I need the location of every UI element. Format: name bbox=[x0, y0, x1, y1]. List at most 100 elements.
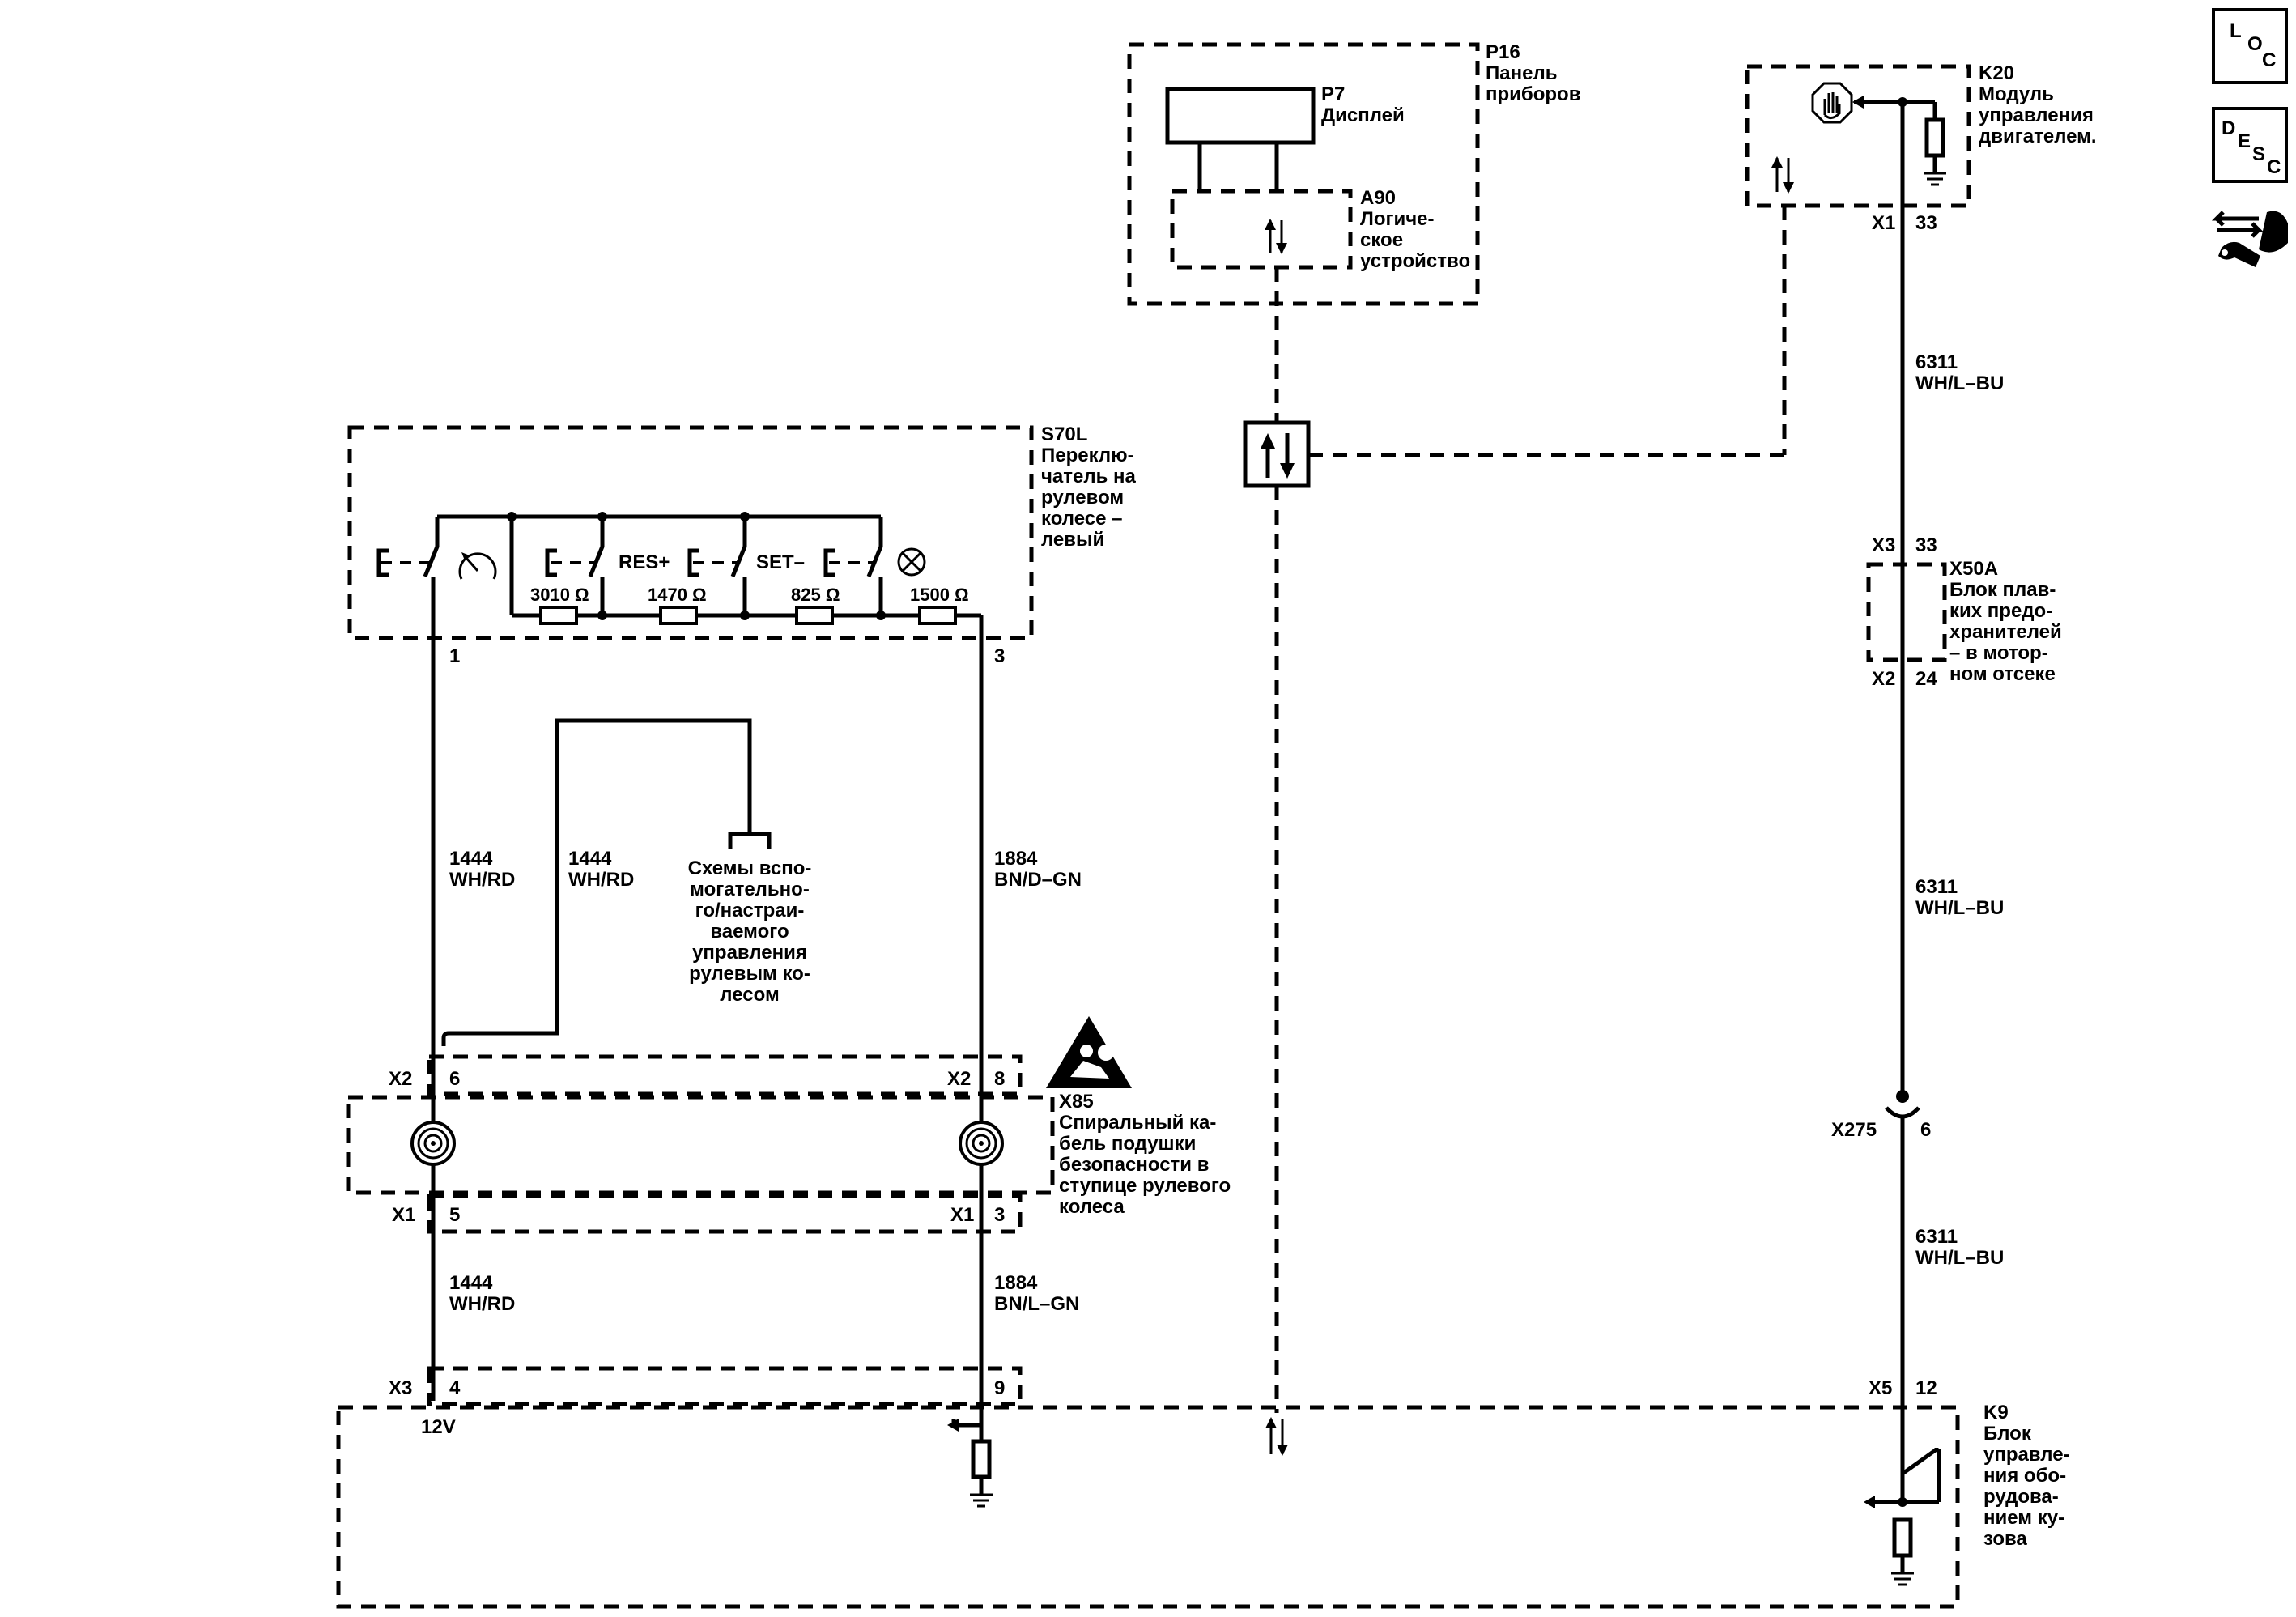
wire-1884-color-1: BN/D–GN bbox=[994, 869, 1082, 891]
x85-x2-label: X2 bbox=[389, 1068, 412, 1090]
x50a-name-1: Блок плав- bbox=[1949, 579, 2056, 601]
x85-name-1: Спиральный ка- bbox=[1059, 1112, 1216, 1134]
nav-desc-s: S bbox=[2252, 143, 2265, 165]
nav-desc-d: D bbox=[2222, 117, 2235, 139]
x85-name-3: безопасности в bbox=[1059, 1154, 1209, 1176]
p7-ref: P7 bbox=[1321, 83, 1345, 105]
wire-1444-num-3: 1444 bbox=[449, 1272, 493, 1294]
a90-ref: A90 bbox=[1360, 187, 1396, 209]
x50a-name-3: хранителей bbox=[1949, 621, 2062, 643]
x85-name-2: бель подушки bbox=[1059, 1133, 1196, 1155]
k20-x1-label: X1 bbox=[1872, 212, 1895, 234]
k9-name-4: рудова- bbox=[1983, 1486, 2059, 1508]
aux-note-5: управления bbox=[692, 942, 807, 964]
wire-1444-color-3: WH/RD bbox=[449, 1293, 515, 1315]
wire-6311-num-3: 6311 bbox=[1915, 1226, 1958, 1248]
wire-6311-color-2: WH/L–BU bbox=[1915, 897, 2004, 919]
k9-name-6: зова bbox=[1983, 1528, 2027, 1550]
s70l-pin-1: 1 bbox=[449, 645, 460, 667]
k9-12v-label: 12V bbox=[421, 1416, 456, 1438]
k9-x3-label: X3 bbox=[389, 1377, 412, 1399]
wire-6311-color-1: WH/L–BU bbox=[1915, 372, 2004, 394]
wire-1444-num-1: 1444 bbox=[449, 848, 493, 870]
k20-pin-33: 33 bbox=[1915, 212, 1937, 234]
p16-instrument-panel: P16 Панель приборов P7 Дисплей A90 Логич… bbox=[1127, 41, 1580, 421]
x85-x2-pin-6: 6 bbox=[449, 1068, 460, 1090]
resistor-3010-value: 3010 Ω bbox=[530, 585, 589, 605]
nav-service-info-button[interactable] bbox=[2211, 211, 2288, 267]
aux-note-4: ваемого bbox=[710, 921, 789, 943]
wire-1884-color-2: BN/L–GN bbox=[994, 1293, 1079, 1315]
s70l-ref: S70L bbox=[1041, 423, 1087, 445]
x50a-name-5: ном отсеке bbox=[1949, 663, 2056, 685]
k20-name-3: двигателем. bbox=[1979, 126, 2097, 147]
s70l-name-5: левый bbox=[1041, 529, 1104, 551]
k20-name-1: Модуль bbox=[1979, 83, 2054, 105]
a90-name-1: Логиче- bbox=[1360, 208, 1435, 230]
p7-display: P7 Дисплей bbox=[1165, 83, 1405, 191]
nav-loc-o: O bbox=[2247, 33, 2263, 55]
x85-clockspring: X2 6 X2 8 X1 5 X1 3 X85 Спиральный ка bbox=[346, 1016, 1231, 1234]
hand-wrench-icon bbox=[2211, 211, 2288, 267]
k9-name-1: Блок bbox=[1983, 1423, 2032, 1445]
s70l-pin-3: 3 bbox=[994, 645, 1005, 667]
k9-x5-pin-12: 12 bbox=[1915, 1377, 1937, 1399]
resistor-1500: 1500 Ω bbox=[910, 585, 969, 625]
k9-name-3: ния обо- bbox=[1983, 1465, 2066, 1487]
aux-note-7: лесом bbox=[720, 984, 779, 1006]
serial-data-junction bbox=[1243, 420, 1784, 1413]
x50a-ref: X50A bbox=[1949, 558, 1998, 580]
x50a-fuse-block: X3 33 X50A Блок плав- ких предо- храните… bbox=[1866, 534, 2062, 690]
x85-x1b-label: X1 bbox=[950, 1204, 974, 1226]
s70l-steering-wheel-switch: S70L Переклю- чатель на рулевом колесе –… bbox=[347, 423, 1137, 1401]
x275-inline-connector: X275 6 bbox=[1831, 1085, 1931, 1405]
aux-steering-controls-branch: 1444 WH/RD Схемы вспо- могательно- го/на… bbox=[441, 718, 812, 1046]
set-minus-label: SET– bbox=[756, 551, 805, 573]
k9-input-circuit-12 bbox=[1864, 1405, 1941, 1586]
wire-6311-color-3: WH/L–BU bbox=[1915, 1247, 2004, 1269]
x275-label: X275 bbox=[1831, 1119, 1877, 1141]
a90-name-2: ское bbox=[1360, 229, 1403, 251]
resistor-1470: 1470 Ω bbox=[648, 585, 707, 625]
x50a-name-2: ких предо- bbox=[1949, 600, 2052, 622]
cruise-on-off-switch bbox=[376, 517, 497, 1401]
a90-logic-device: A90 Логиче- ское устройство bbox=[1170, 187, 1470, 272]
aux-note-6: рулевым ко- bbox=[689, 963, 810, 985]
mode-switch bbox=[545, 517, 605, 615]
x50a-name-4: – в мотор- bbox=[1949, 642, 2048, 664]
k20-ref: K20 bbox=[1979, 62, 2014, 84]
res-plus-label: RES+ bbox=[619, 551, 670, 573]
s70l-name-4: колесе – bbox=[1041, 508, 1122, 530]
nav-desc-e: E bbox=[2238, 130, 2251, 152]
wire-1884-num-1: 1884 bbox=[994, 848, 1038, 870]
aux-note-2: могательно- bbox=[690, 879, 810, 900]
s70l-name-1: Переклю- bbox=[1041, 445, 1134, 466]
k9-name-5: нием ку- bbox=[1983, 1507, 2064, 1529]
k20-name-2: управления bbox=[1979, 104, 2094, 126]
nav-loc-c: C bbox=[2262, 49, 2276, 71]
resistor-1470-value: 1470 Ω bbox=[648, 585, 707, 605]
hand-stop-icon bbox=[1811, 82, 1853, 124]
aux-note-3: го/настраи- bbox=[695, 900, 805, 921]
x85-x1-pin-5: 5 bbox=[449, 1204, 460, 1226]
nav-loc-l: L bbox=[2230, 20, 2242, 42]
x275-pin-6: 6 bbox=[1920, 1119, 1931, 1141]
serial-data-arrows-icon bbox=[1265, 1417, 1288, 1456]
x85-x2-pin-8: 8 bbox=[994, 1068, 1005, 1090]
wire-1444-color-1: WH/RD bbox=[449, 869, 515, 891]
x50a-x2-label: X2 bbox=[1872, 668, 1895, 690]
resistor-1500-value: 1500 Ω bbox=[910, 585, 969, 605]
aux-note-1: Схемы вспо- bbox=[688, 857, 812, 879]
resistor-3010: 3010 Ω bbox=[530, 585, 589, 625]
x50a-pin-33: 33 bbox=[1915, 534, 1937, 556]
nav-desc-button[interactable]: D E S C bbox=[2212, 107, 2288, 183]
nav-loc-button[interactable]: L O C bbox=[2212, 8, 2288, 84]
clockspring-coil-icon bbox=[410, 1121, 456, 1166]
x50a-pin-24: 24 bbox=[1915, 668, 1937, 690]
x85-name-4: ступице рулевого bbox=[1059, 1175, 1231, 1197]
p7-name: Дисплей bbox=[1321, 104, 1405, 126]
p16-ref: P16 bbox=[1486, 41, 1520, 63]
x85-x1-pin-3: 3 bbox=[994, 1204, 1005, 1226]
resistor-825-value: 825 Ω bbox=[791, 585, 840, 605]
